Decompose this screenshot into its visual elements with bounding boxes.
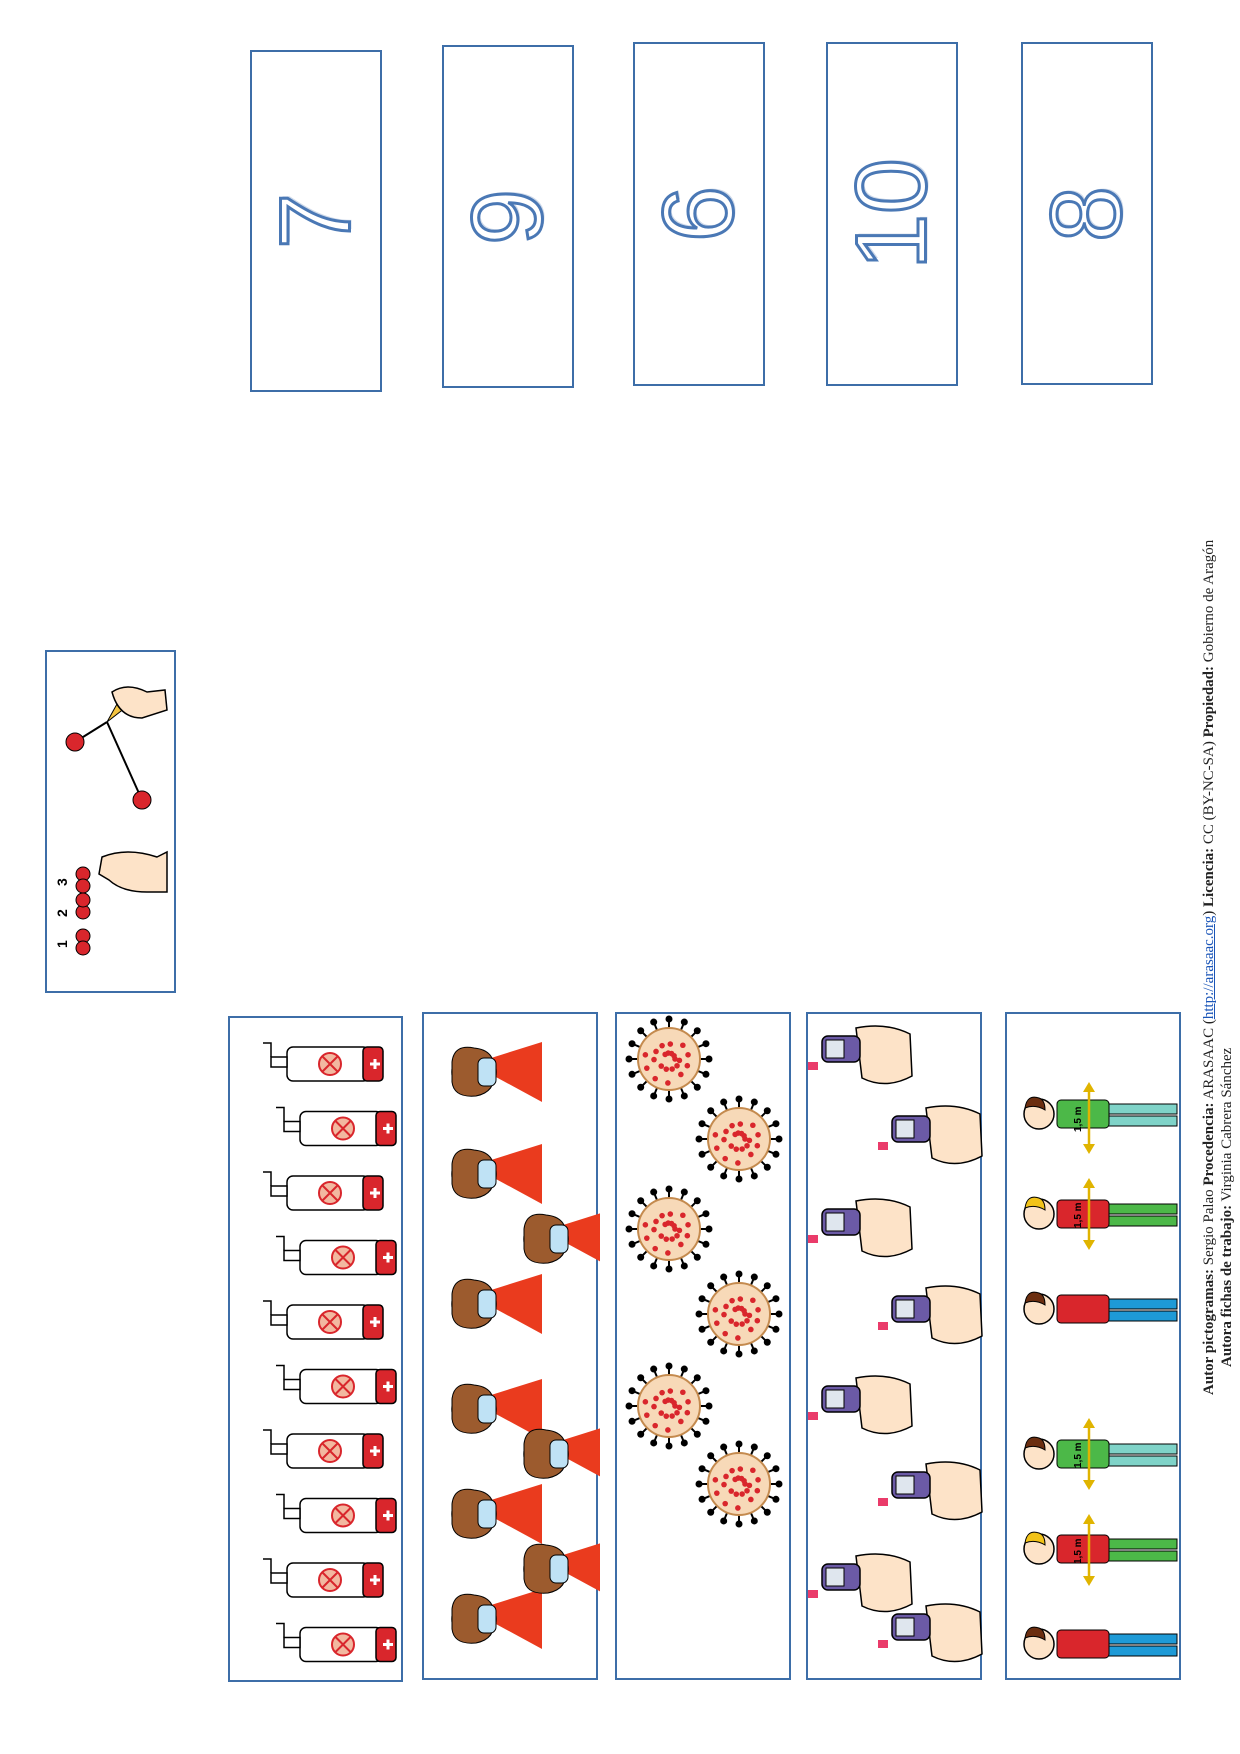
child-with-mask-icon xyxy=(451,1274,542,1334)
social-distance-person-icon xyxy=(1023,1291,1178,1325)
coronavirus-icon xyxy=(625,1185,713,1273)
number-value: 10 xyxy=(834,157,949,271)
thermometer-gun-icon xyxy=(878,1285,983,1345)
number-value: 7 xyxy=(258,192,373,251)
credits-line-2: Autora fichas de trabajo: Virginia Cabre… xyxy=(1219,1047,1235,1367)
social-distance-strip: 1,5 m 1,5 m 1,5 m 1,5 m xyxy=(1005,1012,1181,1680)
child-with-mask-icon xyxy=(523,1543,600,1594)
hand-sanitizer-icon xyxy=(276,1364,397,1405)
social-distance-person-icon xyxy=(1023,1626,1178,1660)
hand-sanitizer-icon xyxy=(276,1622,397,1663)
hand-sanitizer-icon xyxy=(276,1235,397,1276)
child-with-mask-icon xyxy=(451,1144,542,1204)
thermometer-gun-icon xyxy=(808,1553,913,1613)
child-with-mask-icon xyxy=(451,1379,542,1439)
sanitizer-strip xyxy=(228,1016,403,1682)
hand-sanitizer-icon xyxy=(263,1300,384,1340)
social-distance-person-icon xyxy=(1023,1096,1178,1130)
distance-label: 1,5 m xyxy=(1073,1538,1084,1564)
coronavirus-icon xyxy=(695,1095,783,1183)
number-card: 8 xyxy=(1021,42,1153,385)
hand-sanitizer-icon xyxy=(276,1493,397,1534)
thermometer-gun-icon xyxy=(878,1461,983,1521)
thermometer-gun-icon xyxy=(808,1375,913,1435)
social-distance-person-icon xyxy=(1023,1196,1178,1230)
count-digit: 2 xyxy=(54,909,70,917)
thermometer-gun-icon xyxy=(878,1603,983,1663)
virus-strip xyxy=(615,1012,791,1680)
coronavirus-icon xyxy=(625,1362,713,1450)
distance-label: 1,5 m xyxy=(1073,1202,1084,1228)
distance-label: 1,5 m xyxy=(1073,1106,1084,1132)
number-value: 9 xyxy=(450,187,565,246)
child-with-mask-icon xyxy=(451,1042,542,1102)
child-with-mask-icon xyxy=(523,1213,600,1264)
number-value: 8 xyxy=(1029,184,1144,243)
hand-sanitizer-icon xyxy=(263,1429,384,1469)
coronavirus-icon xyxy=(625,1015,713,1103)
join-with-line-icon xyxy=(65,686,168,810)
thermometer-gun-icon xyxy=(808,1198,913,1258)
count-icon: 1 2 3 xyxy=(54,850,168,956)
masked-children-strip xyxy=(422,1012,600,1680)
hand-sanitizer-icon xyxy=(263,1042,384,1082)
hand-sanitizer-icon xyxy=(276,1106,397,1147)
social-distance-person-icon xyxy=(1023,1436,1178,1470)
count-digit: 1 xyxy=(54,940,70,948)
coronavirus-icon xyxy=(695,1270,783,1358)
social-distance-person-icon xyxy=(1023,1531,1178,1565)
distance-label: 1,5 m xyxy=(1073,1442,1084,1468)
arasaac-link[interactable]: http://arasaac.org xyxy=(1201,915,1217,1020)
thermometer-gun-icon xyxy=(808,1025,913,1085)
thermometer-strip xyxy=(806,1012,983,1680)
instruction-card: 1 2 3 xyxy=(45,650,176,993)
credits-line-1: Autor pictogramas: Sergio Palao Proceden… xyxy=(1201,539,1217,1395)
number-card: 10 xyxy=(826,42,958,386)
number-card: 6 xyxy=(633,42,765,386)
child-with-mask-icon xyxy=(451,1484,542,1544)
child-with-mask-icon xyxy=(523,1428,600,1479)
number-card: 7 xyxy=(250,50,382,392)
number-card: 9 xyxy=(442,45,574,388)
coronavirus-icon xyxy=(695,1440,783,1528)
thermometer-gun-icon xyxy=(878,1105,983,1165)
hand-sanitizer-icon xyxy=(263,1171,384,1211)
count-digit: 3 xyxy=(54,878,70,886)
number-value: 6 xyxy=(641,185,756,244)
hand-sanitizer-icon xyxy=(263,1558,384,1598)
child-with-mask-icon xyxy=(451,1589,542,1649)
